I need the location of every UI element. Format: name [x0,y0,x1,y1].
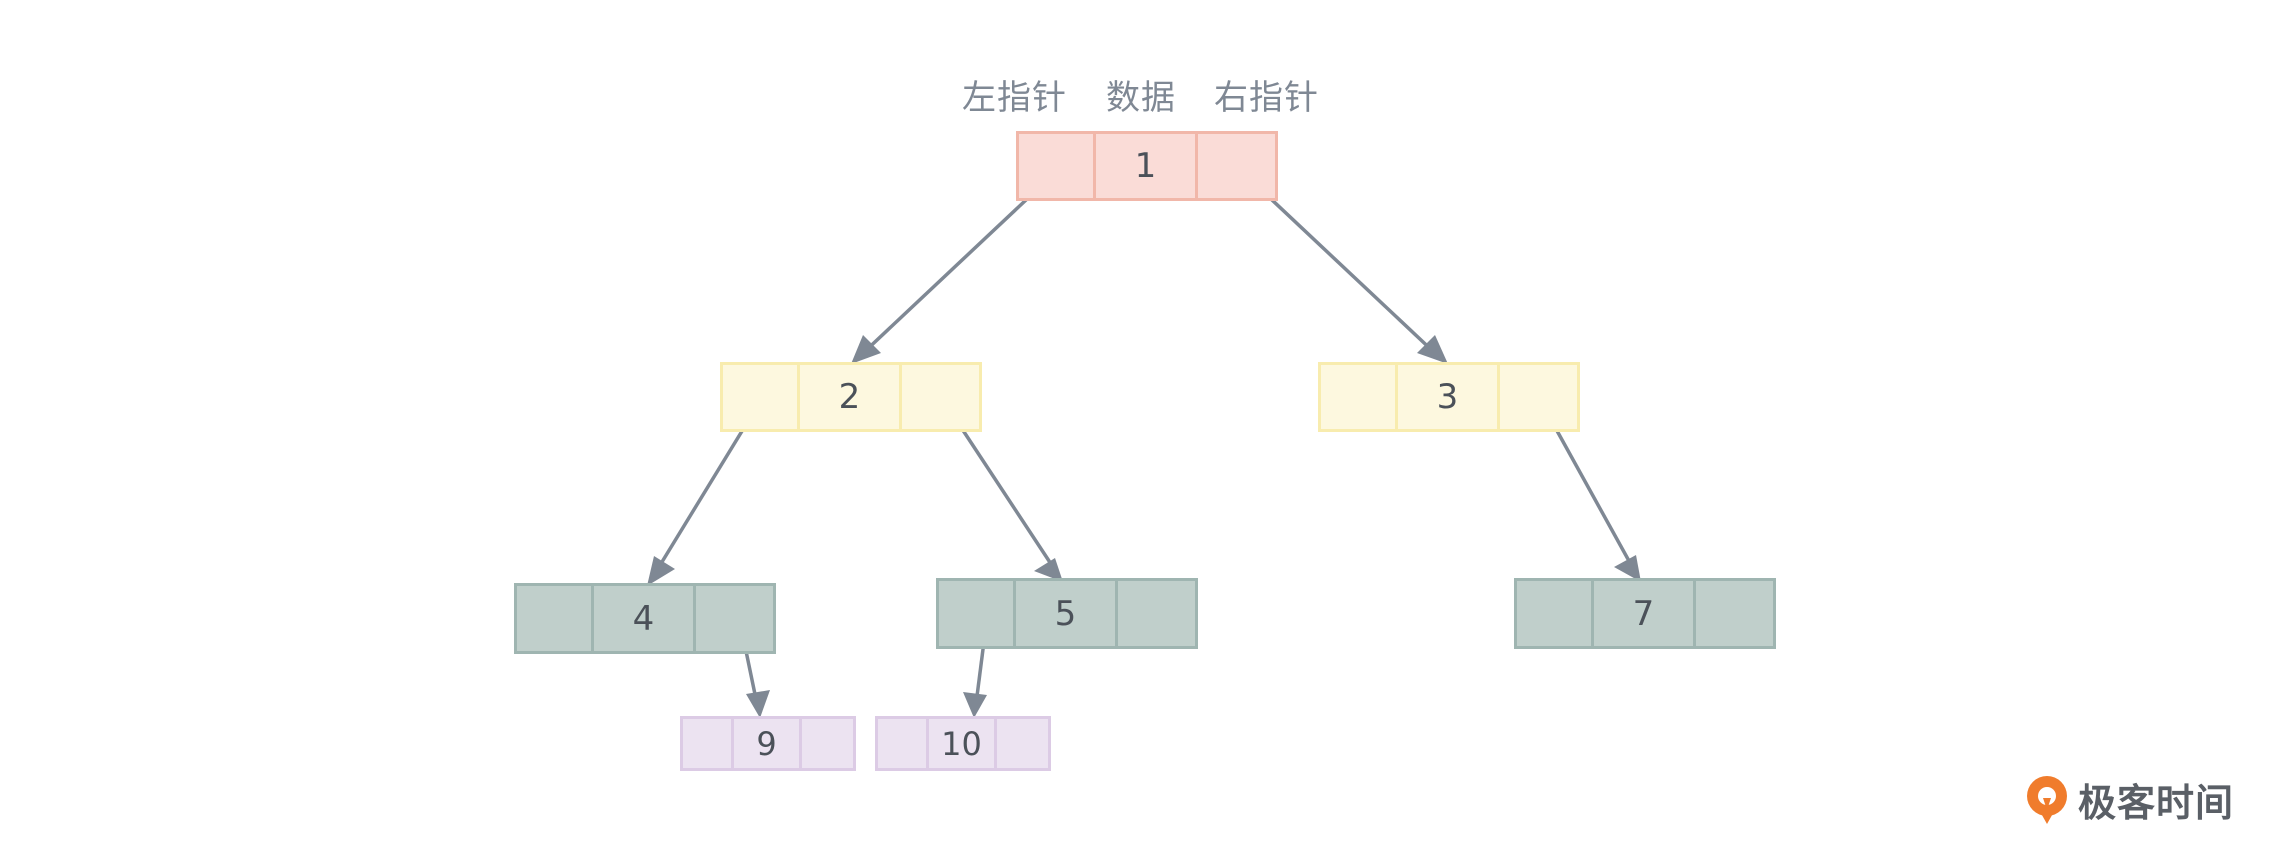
node-value: 7 [1594,578,1696,649]
tree-node-1: 1 [1016,131,1278,201]
left-pointer-label: 左指针 [962,78,1067,118]
geektime-logo: 极客时间 [2024,772,2234,827]
geektime-logo-icon [2027,775,2067,824]
right-pointer-cell [1500,362,1580,432]
tree-node-9: 9 [680,716,856,771]
node-value: 10 [929,716,997,771]
node-value: 9 [734,716,802,771]
node-value: 4 [594,583,696,654]
left-pointer-cell [1318,362,1398,432]
left-pointer-cell [1514,578,1594,649]
arrowhead-2-to-5 [1034,558,1063,582]
arrowhead-3-to-7 [1614,555,1641,582]
geektime-logo-text: 极客时间 [2078,781,2235,825]
left-pointer-cell [680,716,734,771]
right-pointer-cell [802,716,856,771]
arrowhead-5-to-10 [963,692,987,718]
node-value: 1 [1096,131,1198,201]
tree-node-7: 7 [1514,578,1776,649]
node-value: 5 [1016,578,1118,649]
arrowhead-1-to-2 [851,335,881,364]
right-pointer-cell [1696,578,1776,649]
tree-node-5: 5 [936,578,1198,649]
right-pointer-cell [696,583,776,654]
data-label: 数据 [1106,78,1176,118]
tree-node-2: 2 [720,362,982,432]
left-pointer-cell [514,583,594,654]
left-pointer-cell [936,578,1016,649]
right-pointer-cell [902,362,982,432]
arrowhead-2-to-4 [647,556,675,586]
left-pointer-cell [720,362,800,432]
tree-node-4: 4 [514,583,776,654]
tree-node-10: 10 [875,716,1051,771]
tree-node-3: 3 [1318,362,1580,432]
arrowhead-4-to-9 [746,690,770,718]
left-pointer-cell [875,716,929,771]
arrowhead-1-to-3 [1417,335,1448,364]
right-pointer-label: 右指针 [1214,78,1319,118]
right-pointer-cell [997,716,1051,771]
right-pointer-cell [1198,131,1278,201]
node-value: 3 [1398,362,1500,432]
right-pointer-cell [1118,578,1198,649]
node-value: 2 [800,362,902,432]
left-pointer-cell [1016,131,1096,201]
